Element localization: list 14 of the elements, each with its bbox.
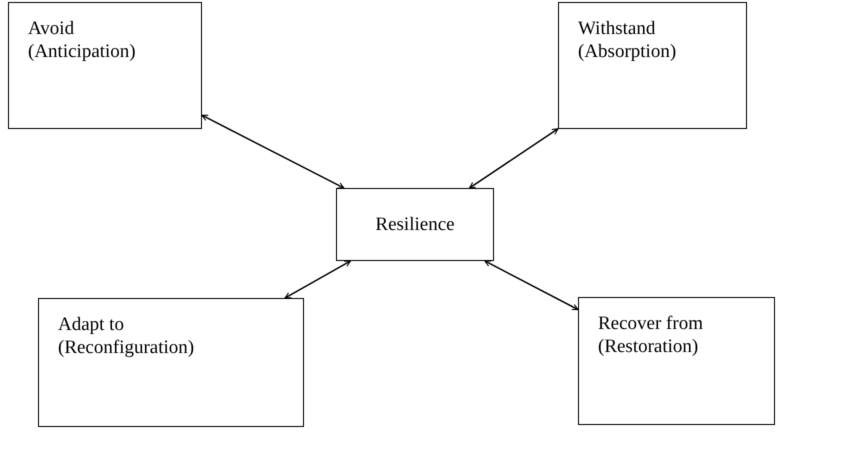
double-arrow [201,114,344,189]
double-arrow [284,260,351,299]
process-box [8,2,202,129]
node-label: Withstand (Absorption) [578,17,678,63]
process-box [578,297,775,425]
node-label: Recover from (Restoration) [598,312,704,358]
double-arrow [469,128,559,189]
node-label: Resilience [375,213,455,236]
node-label: Adapt to (Reconfiguration) [58,313,196,359]
process-box [38,298,304,427]
process-box [558,2,747,129]
node-label: Avoid (Anticipation) [28,17,137,63]
central-box [336,188,494,261]
double-arrow [484,260,579,310]
